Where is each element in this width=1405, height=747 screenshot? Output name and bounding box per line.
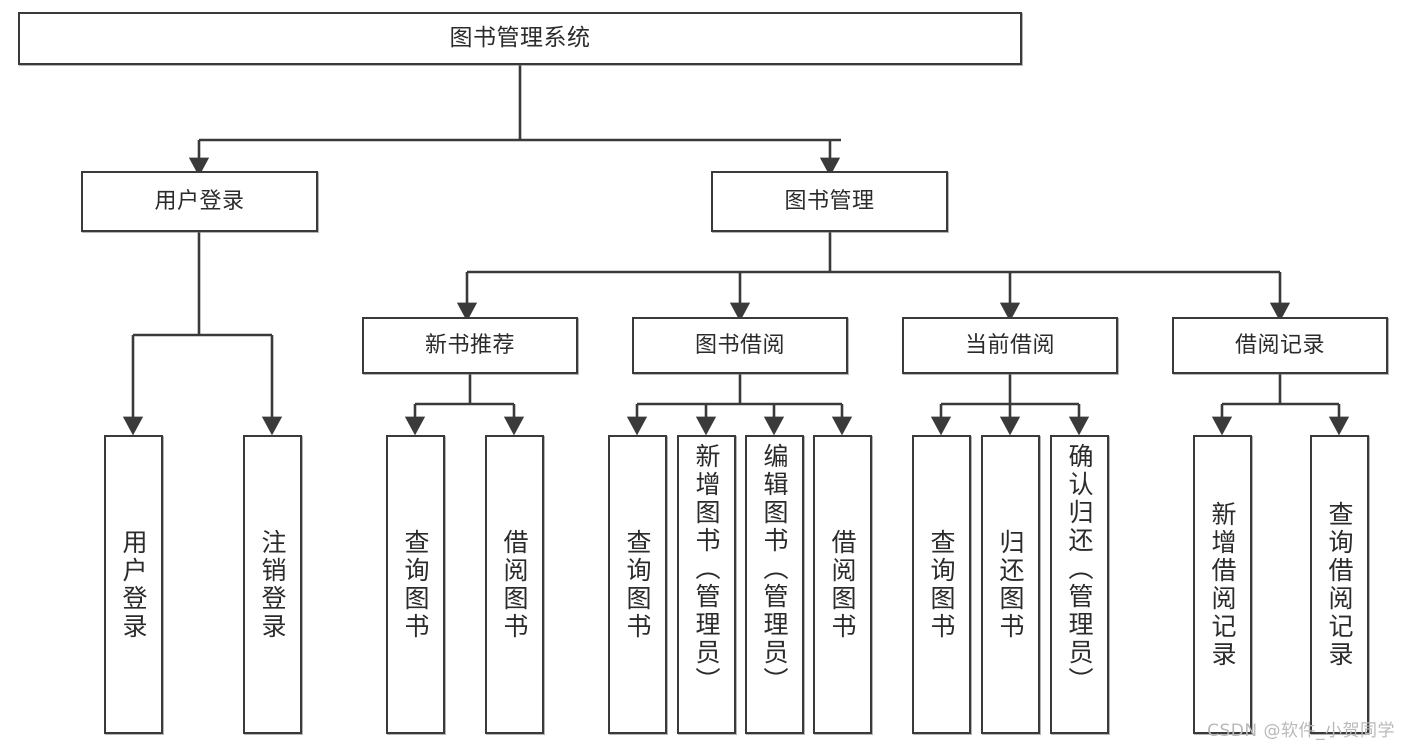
node-label: 用户登录 xyxy=(154,188,245,214)
node-user-login[interactable]: 用户登录 xyxy=(81,171,318,232)
leaf-query-book-1[interactable]: 查询图书 xyxy=(386,435,445,734)
node-label: 查询图书 xyxy=(401,528,430,641)
leaf-add-record[interactable]: 新增借阅记录 xyxy=(1193,435,1252,734)
node-label: 新书推荐 xyxy=(424,332,515,358)
leaf-logout[interactable]: 注销登录 xyxy=(243,435,302,734)
node-label: 注销登录 xyxy=(258,528,287,641)
node-label: 借阅图书 xyxy=(500,528,529,641)
node-label: 查询借阅记录 xyxy=(1325,500,1354,669)
node-new-book-recommend[interactable]: 新书推荐 xyxy=(362,317,578,374)
node-label: 图书借阅 xyxy=(694,332,785,358)
node-book-borrow[interactable]: 图书借阅 xyxy=(632,317,848,374)
node-label: 图书管理系统 xyxy=(449,25,591,52)
leaf-borrow-book-2[interactable]: 借阅图书 xyxy=(813,435,872,734)
node-label: 确认归还（管理员） xyxy=(1065,443,1094,695)
leaf-query-record[interactable]: 查询借阅记录 xyxy=(1310,435,1369,734)
node-borrow-record[interactable]: 借阅记录 xyxy=(1172,317,1388,374)
node-label: 图书管理 xyxy=(784,188,875,214)
node-book-manage[interactable]: 图书管理 xyxy=(711,171,948,232)
node-current-borrow[interactable]: 当前借阅 xyxy=(902,317,1118,374)
leaf-borrow-book-1[interactable]: 借阅图书 xyxy=(485,435,544,734)
node-label: 新增图书（管理员） xyxy=(692,443,721,695)
leaf-confirm-return[interactable]: 确认归还（管理员） xyxy=(1050,435,1109,734)
node-label: 用户登录 xyxy=(119,528,148,641)
node-label: 编辑图书（管理员） xyxy=(760,443,789,695)
leaf-edit-book[interactable]: 编辑图书（管理员） xyxy=(745,435,804,734)
node-label: 查询图书 xyxy=(623,528,652,641)
leaf-return-book[interactable]: 归还图书 xyxy=(981,435,1040,734)
leaf-query-book-3[interactable]: 查询图书 xyxy=(912,435,971,734)
leaf-query-book-2[interactable]: 查询图书 xyxy=(608,435,667,734)
node-label: 当前借阅 xyxy=(964,332,1055,358)
leaf-user-login[interactable]: 用户登录 xyxy=(104,435,163,734)
node-label: 归还图书 xyxy=(996,528,1025,641)
node-label: 借阅图书 xyxy=(828,528,857,641)
node-label: 新增借阅记录 xyxy=(1208,500,1237,669)
node-root-system[interactable]: 图书管理系统 xyxy=(18,12,1022,65)
node-label: 借阅记录 xyxy=(1234,332,1325,358)
leaf-add-book[interactable]: 新增图书（管理员） xyxy=(677,435,736,734)
node-label: 查询图书 xyxy=(927,528,956,641)
csdn-watermark: CSDN @软件_小贺同学 xyxy=(1207,721,1395,741)
